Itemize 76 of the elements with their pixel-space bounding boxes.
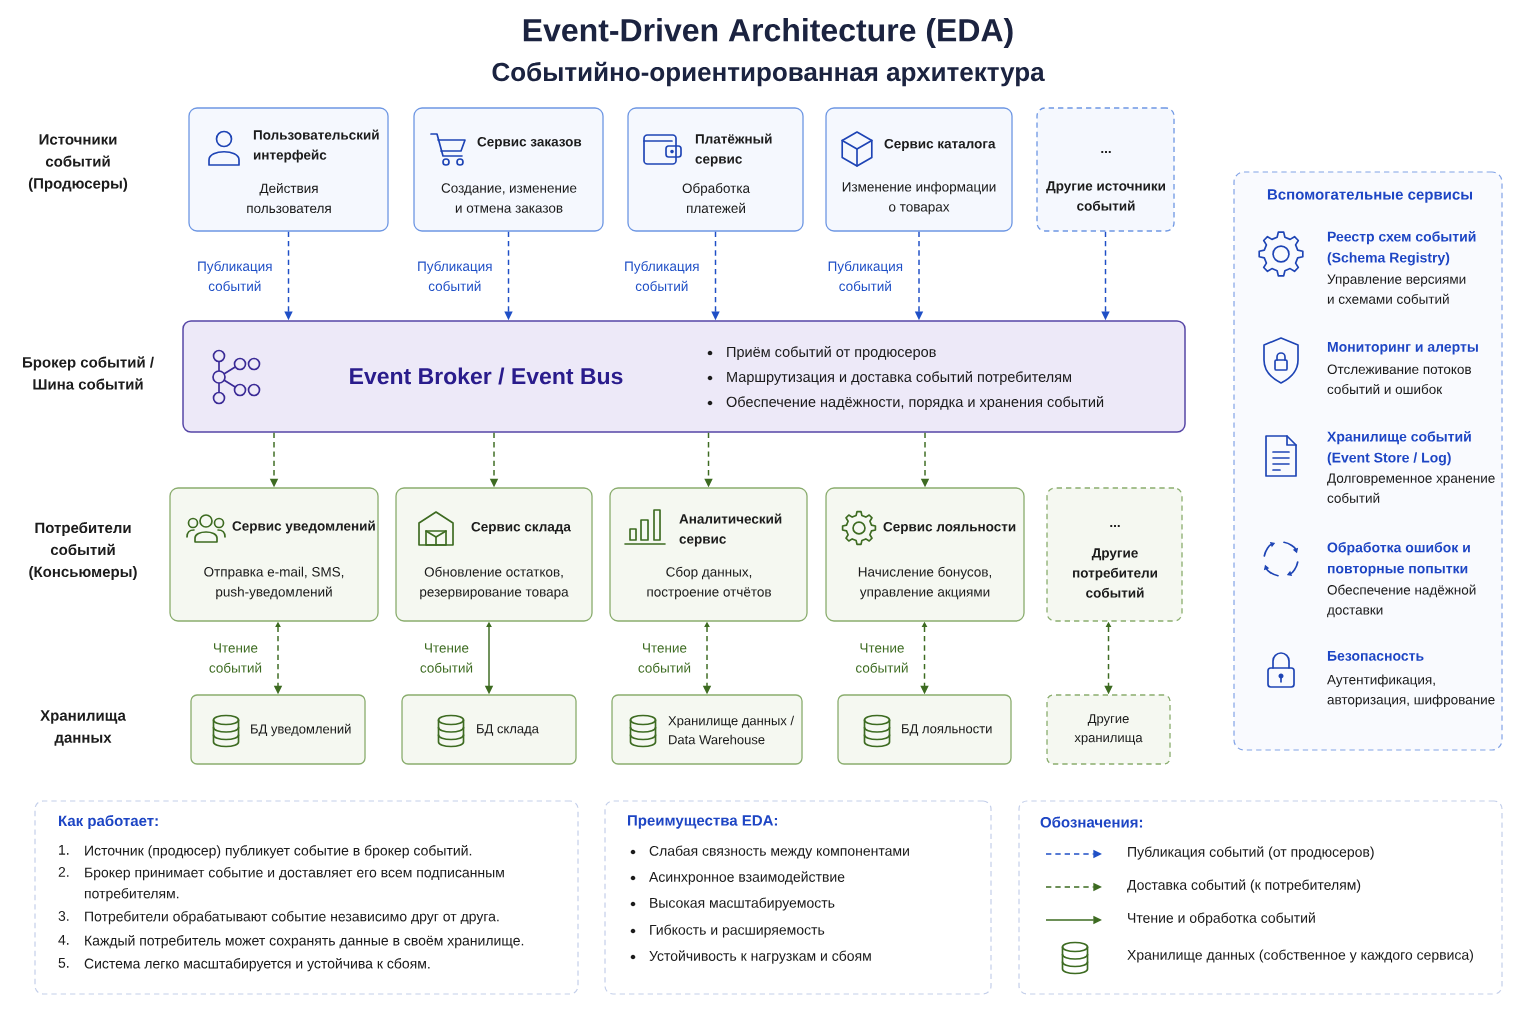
card-description: Изменение информации о товарах [842,181,996,215]
card-description: Обработка платежей [682,183,751,213]
title: Event-Driven Architecture (EDA) [523,18,1013,48]
panel-heading: Как работает: [59,814,158,830]
card-description: Отправка e-mail, SMS, push-уведомлений [204,566,344,600]
list-item: Потребители обрабатывают событие независимо друг от друга. [85,911,499,925]
row-label: Потребители событий (Консьюмеры) [29,521,137,581]
storage-name: БД склада [477,724,539,736]
card-title: Сервис склада [471,521,571,535]
panel-heading: Обозначения: [1040,816,1143,828]
service-description: Управление версиями и схемами событий [1327,274,1466,304]
card-title: Платёжный сервис [695,133,772,167]
card-description: Создание, изменение и отмена заказов [441,183,577,213]
legend-text: Публикация событий (от продюсеров) [1128,846,1374,860]
bullet-text: Устойчивость к нагрузкам и сбоям [649,950,871,964]
service-description: Обеспечение надёжной доставки [1327,584,1476,618]
bullet-text: Асинхронное взаимодействие [649,871,845,885]
edge-label: Чтение событий [209,643,262,673]
service-title: Реестр схем событий (Schema Registry) [1327,231,1476,266]
edge-label: Публикация событий [828,261,903,291]
storage-name: БД уведомлений [251,723,351,737]
list-number: 5. [58,958,69,968]
card-title: Аналитический сервис [679,513,782,547]
card-title: Сервис каталога [884,138,996,152]
service-description: Долговременное хранение событий [1327,473,1495,503]
panel-heading: Преимущества EDA: [628,815,777,829]
list-item: Система легко масштабируется и устойчива к сбоям. [84,958,430,972]
subtitle: Событийно-ориентированная архитектура [492,61,1045,87]
list-item: Источник (продюсер) публикует событие в брокер событий. [85,845,472,859]
storage-name: БД лояльности [902,724,992,736]
service-title: Безопасность [1327,651,1424,661]
card-title: Сервис уведомлений [232,520,375,534]
storage-name: Хранилище данных / Data Warehouse [668,715,795,745]
list-item: Брокер принимает событие и доставляет его всем подписанным потребителям. [84,867,504,902]
row-label: Брокер событий / Шина событий [23,356,154,390]
panel-heading: Вспомогательные сервисы [1267,189,1472,203]
card-title: Другие потребители событий [1073,548,1157,598]
bullet-text: Приём событий от продюсеров [727,346,936,360]
service-title: Мониторинг и алерты [1327,342,1478,355]
legend-text: Доставка событий (к потребителям) [1127,879,1361,893]
service-description: Аутентификация, авторизация, шифрование [1327,674,1495,708]
card-description: Начисление бонусов, управление акциями [858,566,991,600]
bullet-text: Высокая масштабируемость [650,897,835,911]
edge-label: Публикация событий [625,261,699,291]
card-title: Сервис заказов [477,136,582,150]
card-description: Действия пользователя [247,182,331,214]
edge-label: Публикация событий [198,261,272,291]
edge-label: Чтение событий [638,643,691,673]
legend-text: Хранилище данных (собственное у каждого сервиса) [1127,949,1473,963]
card-title: Пользовательский интерфейс [253,129,379,163]
service-title: Хранилище событий (Event Store / Log) [1327,431,1471,466]
broker-title: Event Broker / Event Bus [350,367,623,385]
list-number: 3. [58,911,69,921]
bullet-text: Обеспечение надёжности, порядка и хранения событий [726,396,1104,410]
list-item: Каждый потребитель может сохранять данные в своём хранилище. [85,935,524,949]
row-label: Источники событий (Продюсеры) [28,134,128,192]
row-label: Хранилища данных [40,710,126,746]
bullet-text: Слабая связность между компонентами [649,845,909,859]
edge-label: Чтение событий [420,643,473,673]
list-number: 1. [59,845,69,855]
list-number: 4. [58,935,69,945]
ellipsis-text: ... [1110,525,1120,527]
list-number: 2. [58,867,69,877]
card-title: Сервис лояльности [883,521,1016,535]
card-description: Сбор данных, построение отчётов [647,566,771,600]
bullet-text: Гибкость и расширяемость [650,924,825,938]
storage-box: Другие хранилища [1046,694,1171,765]
service-description: Отслеживание потоков событий и ошибок [1327,364,1471,395]
edge-label: Публикация событий [418,261,492,291]
card-title: Другие источники событий [1046,181,1165,211]
ellipsis-text: ... [1101,151,1111,153]
bullet-text: Маршрутизация и доставка событий потребителям [727,371,1071,385]
edge-label: Чтение событий [856,643,908,673]
service-title: Обработка ошибок и повторные попытки [1327,542,1470,577]
card-description: Обновление остатков, резервирование товара [420,566,569,600]
legend-text: Чтение и обработка событий [1128,912,1315,926]
